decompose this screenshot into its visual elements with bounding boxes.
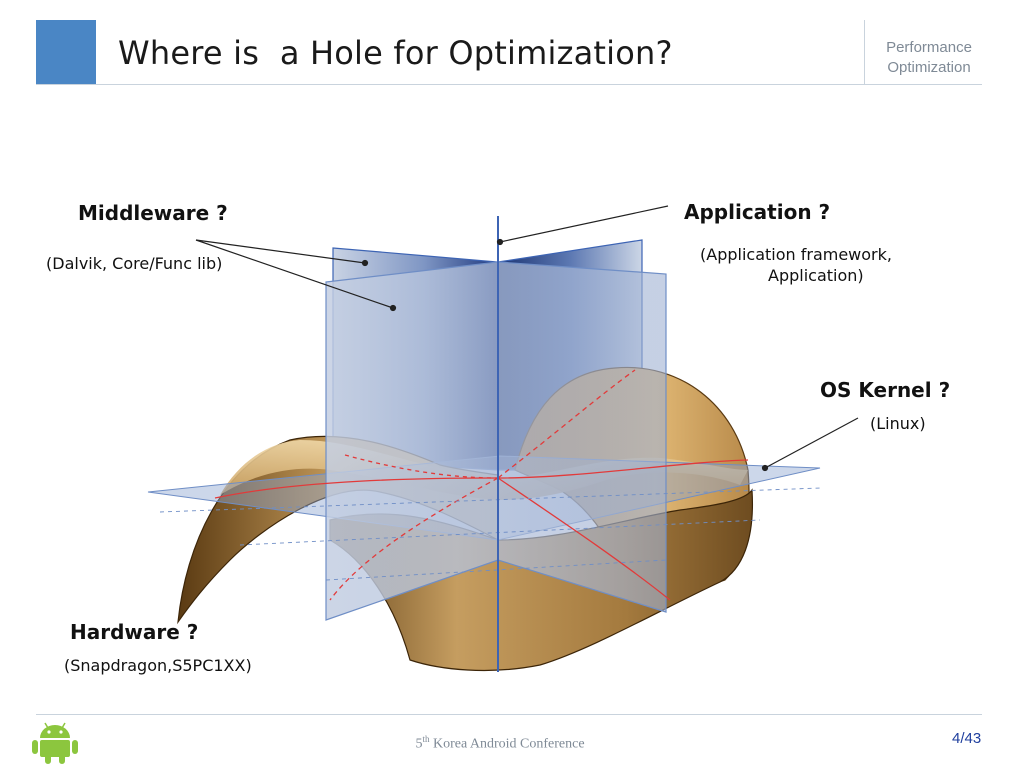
grid-lines	[159, 487, 821, 581]
os-kernel-sublabel: (Linux)	[870, 414, 926, 433]
page-total: 43	[964, 730, 982, 747]
application-label: Application ?	[684, 200, 831, 224]
header-rule	[36, 84, 982, 85]
slide-title: Where is a Hole for Optimization?	[118, 34, 673, 72]
footer-ordinal: 5	[415, 736, 423, 752]
page-number: 4/43	[952, 730, 981, 747]
leader-lines	[195, 205, 859, 472]
section-tag-line1: Performance	[886, 39, 972, 56]
footer-rule	[36, 714, 982, 715]
header-divider	[864, 20, 865, 84]
hardware-sublabel: (Snapdragon,S5PC1XX)	[64, 656, 252, 675]
page-current: 4	[952, 730, 961, 747]
footer-conference: 5th Korea Android Conference	[380, 734, 620, 753]
section-tag-line2: Optimization	[887, 59, 971, 76]
footer-conference-name: Korea Android Conference	[429, 736, 585, 752]
title-accent-block	[36, 20, 96, 84]
application-sublabel-line2: Application)	[768, 266, 864, 285]
application-sublabel-line1: (Application framework,	[700, 245, 892, 264]
middleware-label: Middleware ?	[78, 201, 228, 225]
android-logo-icon	[32, 722, 78, 764]
footer-ordinal-suffix: th	[422, 734, 430, 744]
hardware-label: Hardware ?	[70, 620, 199, 644]
section-tag: Performance Optimization	[870, 38, 988, 78]
os-kernel-label: OS Kernel ?	[820, 378, 951, 402]
middleware-sublabel: (Dalvik, Core/Func lib)	[46, 254, 223, 273]
page-separator: /	[960, 730, 965, 747]
